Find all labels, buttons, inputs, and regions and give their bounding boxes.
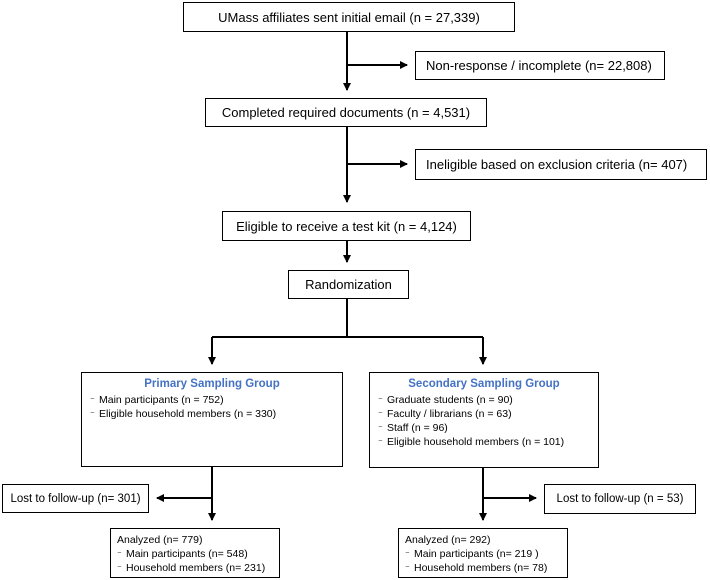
randomization-text: Randomization (305, 277, 392, 292)
primary-analyzed-item: ⁻Main participants (n= 548) (117, 548, 248, 560)
dash-bullet-icon: ⁻ (117, 549, 122, 559)
non-response-box: Non-response / incomplete (n= 22,808) (415, 51, 665, 80)
initial-email-text: UMass affiliates sent initial email (n =… (218, 9, 480, 25)
dash-bullet-icon: ⁻ (378, 395, 383, 405)
primary-analyzed-title: Analyzed (n= 779) (117, 534, 203, 546)
eligible-text: Eligible to receive a test kit (n = 4,12… (236, 218, 457, 234)
completed-docs-text: Completed required documents (n = 4,531) (221, 105, 471, 120)
secondary-group-title: Secondary Sampling Group (408, 378, 560, 390)
primary-analyzed-item: ⁻Household members (n= 231) (117, 562, 266, 574)
dash-bullet-icon: ⁻ (90, 395, 95, 405)
randomization-box: Randomization (288, 270, 409, 299)
secondary-item: ⁻Staff (n = 96) (378, 422, 448, 434)
dash-bullet-icon: ⁻ (405, 549, 410, 559)
primary-group-box: Primary Sampling Group ⁻Main participant… (81, 372, 343, 467)
eligible-box: Eligible to receive a test kit (n = 4,12… (222, 211, 471, 241)
secondary-lost-box: Lost to follow-up (n = 53) (544, 484, 696, 514)
completed-docs-box: Completed required documents (n = 4,531) (205, 98, 487, 127)
secondary-analyzed-box: Analyzed (n= 292) ⁻Main participants (n=… (398, 528, 568, 578)
secondary-group-box: Secondary Sampling Group ⁻Graduate stude… (369, 372, 599, 468)
secondary-analyzed-title: Analyzed (n= 292) (405, 534, 491, 546)
dash-bullet-icon: ⁻ (378, 423, 383, 433)
dash-bullet-icon: ⁻ (405, 563, 410, 573)
secondary-analyzed-item: ⁻Household members (n= 78) (405, 562, 548, 574)
ineligible-box: Ineligible based on exclusion criteria (… (415, 149, 707, 180)
primary-group-title: Primary Sampling Group (144, 378, 280, 390)
secondary-lost-text: Lost to follow-up (n = 53) (556, 493, 684, 505)
initial-email-box: UMass affiliates sent initial email (n =… (183, 2, 515, 32)
non-response-text: Non-response / incomplete (n= 22,808) (426, 58, 652, 73)
secondary-item: ⁻Graduate students (n = 90) (378, 394, 513, 406)
secondary-analyzed-item: ⁻Main participants (n= 219 ) (405, 548, 539, 560)
dash-bullet-icon: ⁻ (117, 563, 122, 573)
ineligible-text: Ineligible based on exclusion criteria (… (426, 157, 688, 172)
primary-lost-box: Lost to follow-up (n= 301) (2, 484, 149, 513)
primary-item: ⁻Eligible household members (n = 330) (90, 408, 277, 420)
secondary-item: ⁻Faculty / librarians (n = 63) (378, 408, 512, 420)
dash-bullet-icon: ⁻ (90, 409, 95, 419)
dash-bullet-icon: ⁻ (378, 409, 383, 419)
primary-lost-text: Lost to follow-up (n= 301) (10, 492, 141, 505)
primary-item: ⁻Main participants (n = 752) (90, 394, 224, 406)
primary-analyzed-box: Analyzed (n= 779) ⁻Main participants (n=… (110, 528, 280, 578)
secondary-item: ⁻Eligible household members (n = 101) (378, 436, 565, 448)
dash-bullet-icon: ⁻ (378, 437, 383, 447)
